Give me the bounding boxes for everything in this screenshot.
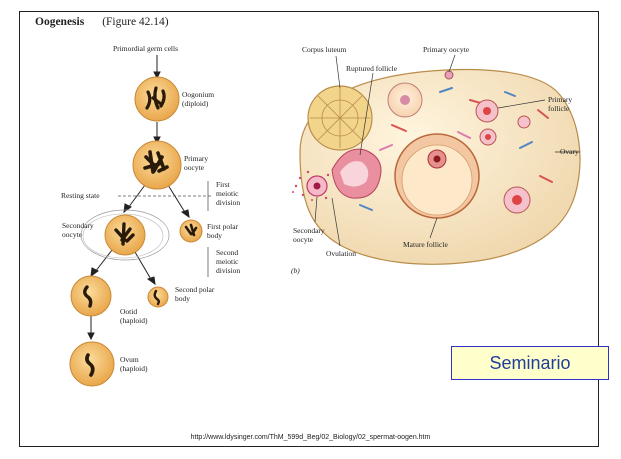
figure-reference: (Figure 42.14) [102,16,168,28]
label-second-meiotic-division: Second meiotic division [216,248,240,275]
label-second-polar-body: Second polar body [175,285,214,303]
label-corpus-luteum: Corpus luteum [302,45,346,54]
label-ovary: Ovary [560,147,579,156]
label-resting-state: Resting state [61,191,100,200]
label-secondary-oocyte: Secondary oocyte [62,221,94,239]
panel-label-b: (b) [291,266,300,275]
label-secondary-oocyte-ovary: Secondary oocyte [293,226,325,244]
label-primordial-germ-cells: Primordial germ cells [113,44,178,53]
label-ootid: Ootid (haploid) [120,307,148,325]
source-url: http://www.ldysinger.com/ThM_599d_Beg/02… [0,434,621,441]
first-polar-body [180,220,202,242]
label-mature-follicle: Mature follicle [403,240,448,249]
diagram-title: Oogenesis(Figure 42.14) [35,16,169,28]
ootid-cell [71,276,111,316]
label-ovulation: Ovulation [326,249,356,258]
label-primary-follicle: Primary follicle [548,95,572,113]
label-ruptured-follicle: Ruptured follicle [346,64,397,73]
seminario-tag: Seminario [451,346,609,380]
label-primary-oocyte-ovary: Primary oocyte [423,45,469,54]
label-ovum: Ovum (haploid) [120,355,148,373]
label-oogonium: Oogonium (diploid) [182,90,214,108]
label-primary-oocyte: Primary oocyte [184,154,208,172]
label-first-polar-body: First polar body [207,222,238,240]
label-first-meiotic-division: First meiotic division [216,180,240,207]
ovary-diagram [292,55,580,264]
